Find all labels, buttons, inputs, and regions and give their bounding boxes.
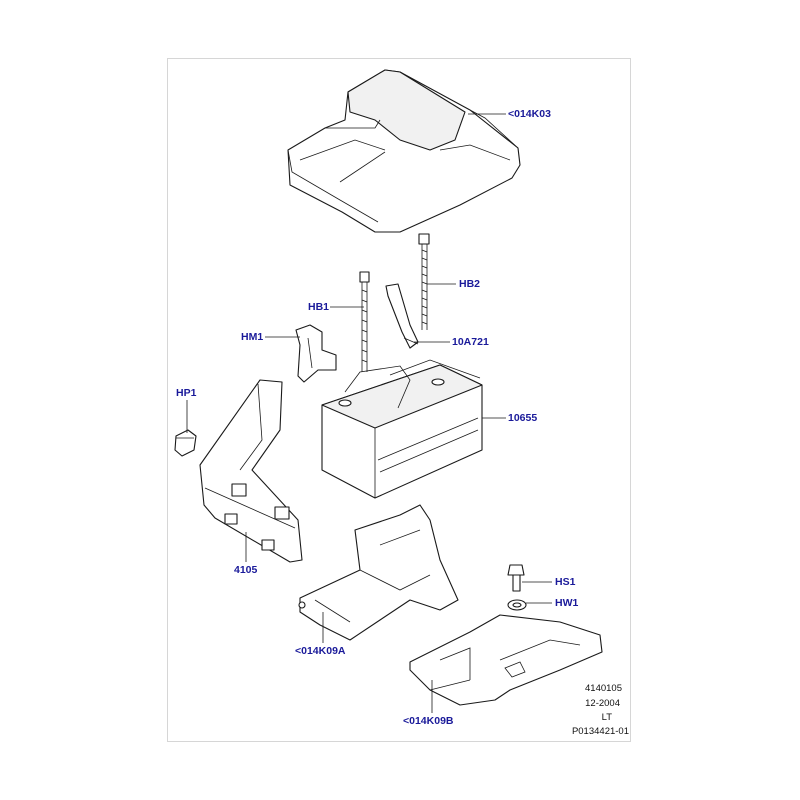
battery-cover (287, 69, 521, 233)
battery-tray-upper (298, 504, 459, 641)
callout-hb1: HB1 (308, 301, 330, 313)
battery-tray-lower (409, 614, 603, 706)
bolt-hs1 (507, 564, 525, 592)
callout-battery: 10655 (508, 412, 538, 424)
callout-duct: 4105 (234, 564, 258, 576)
hold-down-bolt-hb2 (418, 233, 430, 330)
battery (321, 359, 483, 499)
hold-down-bolt-hb1 (359, 271, 370, 372)
air-duct-4105 (199, 379, 303, 563)
callout-tray-b: <014K09B (403, 715, 454, 727)
plug-hp1 (174, 429, 197, 457)
callout-tray-a: <014K09A (295, 645, 346, 657)
bracket-10a721 (385, 283, 419, 349)
washer-hw1 (507, 599, 527, 611)
callout-hm1: HM1 (241, 331, 264, 343)
callout-hs1: HS1 (555, 576, 576, 588)
footer-date: 12-2004 (585, 698, 620, 709)
callout-cover: <014K03 (508, 108, 551, 120)
footer-ref: 4140105 (585, 683, 622, 694)
callout-bracket: 10A721 (452, 336, 489, 348)
callout-hb2: HB2 (459, 278, 481, 290)
leader-lines (186, 113, 552, 713)
mounting-bracket-hm1 (295, 324, 337, 383)
callout-hw1: HW1 (555, 597, 579, 609)
footer-code: LT (601, 712, 612, 723)
callout-hp1: HP1 (176, 387, 197, 399)
footer-part-no: P0134421-01 (571, 726, 629, 737)
diagram-frame (167, 58, 631, 742)
